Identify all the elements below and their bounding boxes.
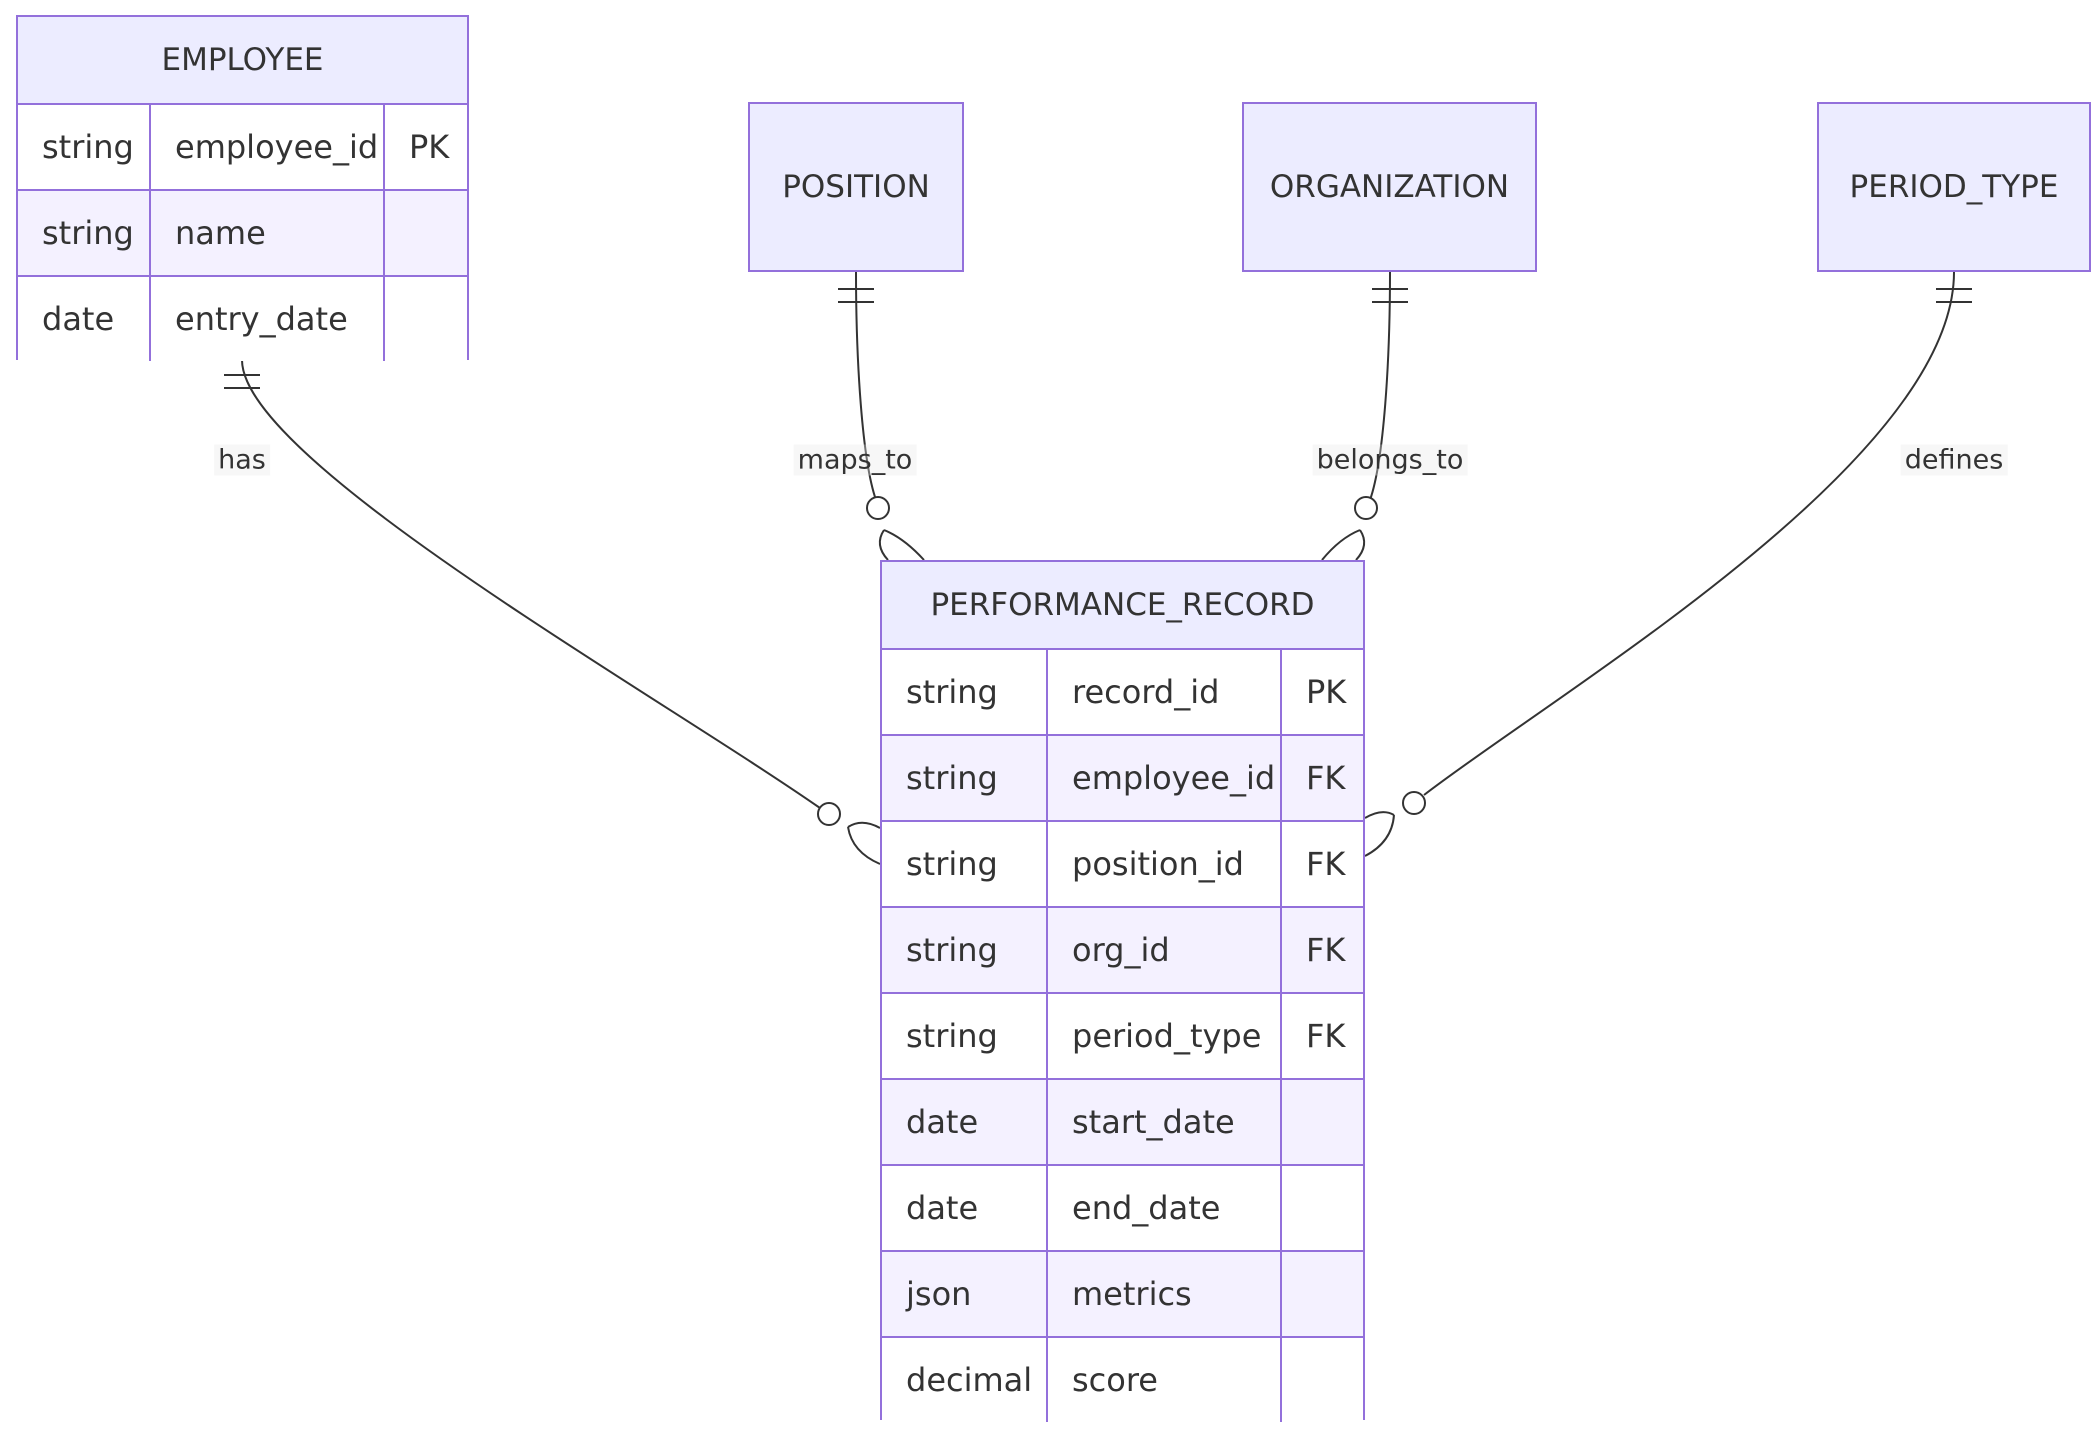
- edge-maps-to-crowfoot-a: [878, 529, 889, 561]
- attribute-key: PK: [1280, 650, 1363, 734]
- attribute-type: string: [42, 128, 134, 166]
- entity-employee[interactable]: EMPLOYEE string employee_id PK string na…: [16, 15, 469, 361]
- attribute-name: employee_id: [1046, 736, 1280, 820]
- attribute-key: [383, 277, 467, 361]
- attribute-row: string employee_id PK: [18, 103, 467, 189]
- attribute-type: date: [906, 1103, 979, 1141]
- relationship-label-belongs-to: belongs_to: [1312, 444, 1468, 476]
- attribute-name: metrics: [1046, 1252, 1280, 1336]
- attribute-name: end_date: [1046, 1166, 1280, 1250]
- edge-maps-to-crowfoot-b: [883, 529, 925, 561]
- attribute-row: date end_date: [882, 1164, 1363, 1250]
- attribute-key: FK: [1280, 822, 1363, 906]
- relationship-label-maps-to: maps_to: [793, 444, 917, 476]
- attribute-row: string name: [18, 189, 467, 275]
- attribute-type: string: [906, 845, 998, 883]
- attribute-type: string: [42, 214, 134, 252]
- attribute-type: string: [906, 759, 998, 797]
- entity-title: EMPLOYEE: [18, 17, 467, 103]
- attribute-type: string: [906, 931, 998, 969]
- attribute-name: entry_date: [149, 277, 383, 361]
- attribute-type: string: [906, 673, 998, 711]
- attribute-row: date entry_date: [18, 275, 467, 361]
- attribute-row: date start_date: [882, 1078, 1363, 1164]
- attribute-key: [1280, 1252, 1363, 1336]
- attribute-key: FK: [1280, 994, 1363, 1078]
- attribute-row: string position_id FK: [882, 820, 1363, 906]
- edge-belongs-to-crowfoot-b: [1355, 529, 1366, 561]
- attribute-type: date: [42, 300, 115, 338]
- attribute-key: [383, 191, 467, 275]
- attribute-row: string employee_id FK: [882, 734, 1363, 820]
- attribute-name: score: [1046, 1338, 1280, 1422]
- entity-period-type[interactable]: PERIOD_TYPE: [1817, 102, 2091, 272]
- relationship-label-defines: defines: [1900, 444, 2008, 476]
- edge-has-crowfoot-b: [847, 826, 881, 865]
- edge-belongs-to-crowfoot-a: [1321, 529, 1361, 561]
- attribute-row: string org_id FK: [882, 906, 1363, 992]
- attribute-type: json: [906, 1275, 972, 1313]
- edge-maps-to-zero-mark: [866, 496, 890, 520]
- attribute-type: date: [906, 1189, 979, 1227]
- attribute-key: FK: [1280, 736, 1363, 820]
- entity-title: PERIOD_TYPE: [1819, 104, 2089, 270]
- attribute-name: record_id: [1046, 650, 1280, 734]
- entity-title: POSITION: [750, 104, 962, 270]
- attribute-row: decimal score: [882, 1336, 1363, 1422]
- edge-maps-to-line: [855, 271, 877, 501]
- attribute-row: string period_type FK: [882, 992, 1363, 1078]
- attribute-name: position_id: [1046, 822, 1280, 906]
- attribute-key: [1280, 1338, 1363, 1422]
- entity-position[interactable]: POSITION: [748, 102, 964, 272]
- entity-title: PERFORMANCE_RECORD: [882, 562, 1363, 648]
- edge-belongs-to-line: [1369, 271, 1391, 501]
- attribute-key: FK: [1280, 908, 1363, 992]
- attribute-key: [1280, 1080, 1363, 1164]
- relationship-label-has: has: [214, 444, 270, 476]
- attribute-key: [1280, 1166, 1363, 1250]
- edge-defines-crowfoot-a: [1364, 811, 1395, 819]
- edge-defines-zero-mark: [1402, 791, 1426, 815]
- edge-belongs-to-zero-mark: [1354, 496, 1378, 520]
- attribute-row: string record_id PK: [882, 648, 1363, 734]
- attribute-row: json metrics: [882, 1250, 1363, 1336]
- attribute-name: period_type: [1046, 994, 1280, 1078]
- edge-has-crowfoot-a: [847, 821, 881, 829]
- attribute-name: employee_id: [149, 105, 383, 189]
- entity-performance-record[interactable]: PERFORMANCE_RECORD string record_id PK s…: [880, 560, 1365, 1422]
- attribute-type: decimal: [906, 1361, 1033, 1399]
- edge-has-zero-mark: [817, 802, 841, 826]
- edge-has-line: [241, 359, 821, 809]
- attribute-name: org_id: [1046, 908, 1280, 992]
- attribute-key: PK: [383, 105, 467, 189]
- edge-defines-crowfoot-b: [1364, 814, 1395, 857]
- attribute-name: name: [149, 191, 383, 275]
- entity-title: ORGANIZATION: [1244, 104, 1535, 270]
- attribute-type: string: [906, 1017, 998, 1055]
- edge-defines-line: [1423, 271, 1955, 796]
- entity-organization[interactable]: ORGANIZATION: [1242, 102, 1537, 272]
- attribute-name: start_date: [1046, 1080, 1280, 1164]
